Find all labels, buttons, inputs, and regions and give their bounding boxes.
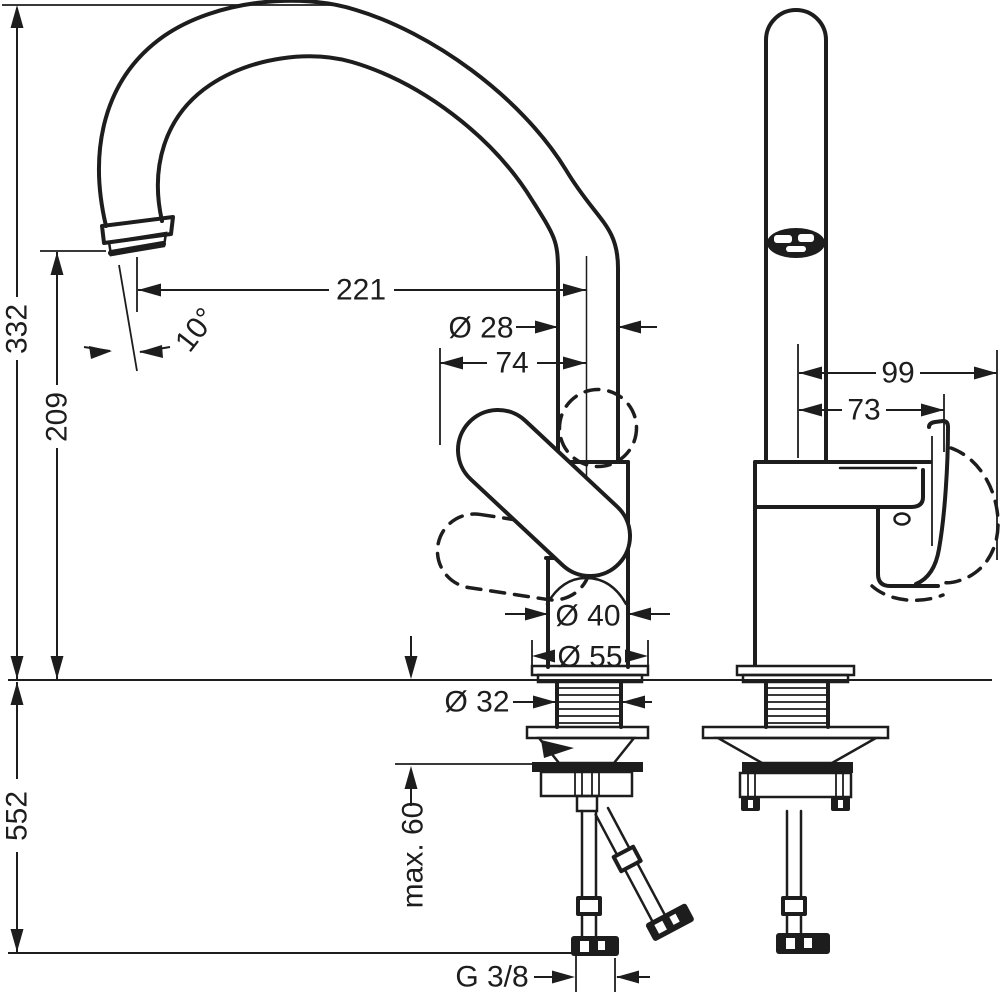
dimension-side-reach: 99 <box>797 344 998 560</box>
dimension-shank-diameter: Ø 32 <box>444 686 652 719</box>
front-view <box>97 0 694 956</box>
side-handle-swing-dashed-bottom <box>870 584 945 602</box>
dimension-pipe-diameter: Ø 28 <box>448 312 657 345</box>
mounting-flange <box>525 725 650 740</box>
wedge-arrow <box>541 740 574 758</box>
dim-label-332: 332 <box>1 304 34 354</box>
side-mounting-nut <box>738 771 853 811</box>
dimension-max-counter: max. 60 <box>395 636 537 908</box>
spout-inner-edge <box>155 54 560 464</box>
side-supply-hose <box>776 809 830 954</box>
dimension-thread: G 3/8 <box>455 956 650 994</box>
handle-swing-dashed-circle <box>557 387 639 469</box>
dim-label-max60: max. 60 <box>397 802 430 909</box>
spout-tip-cap <box>100 215 175 245</box>
mounting-nut <box>539 770 634 798</box>
hose-stub <box>575 794 599 813</box>
supply-hose-straight <box>571 809 619 956</box>
dim-label-74: 74 <box>495 347 528 380</box>
spout-outer-edge <box>97 0 620 464</box>
base-plate-lower <box>536 673 644 684</box>
spout-column <box>764 8 828 464</box>
side-threaded-shank <box>764 680 830 729</box>
threaded-shank <box>555 680 623 729</box>
dim-label-221: 221 <box>336 274 386 307</box>
spout-aerator-face <box>108 241 166 256</box>
side-mounting-wedge <box>713 736 881 765</box>
dimension-overall-height: 332 <box>1 5 34 679</box>
side-gasket <box>742 762 853 773</box>
dim-label-o32: Ø 32 <box>444 686 509 719</box>
handle-lever <box>455 407 633 579</box>
dimension-outlet-height: 209 <box>41 252 74 679</box>
dimension-below-counter: 552 <box>1 682 34 952</box>
dimension-handle-offset: 74 <box>439 347 586 445</box>
dim-label-73: 73 <box>847 394 880 427</box>
dimension-side-handle: 73 <box>799 394 945 452</box>
dim-label-10deg: 10° <box>169 302 223 358</box>
dimension-outlet-angle: 10° <box>83 264 223 372</box>
side-mounting-flange <box>701 725 890 740</box>
dimension-body-diameter: Ø 40 <box>505 600 670 633</box>
dim-label-o28: Ø 28 <box>448 312 513 345</box>
side-handle <box>876 419 950 588</box>
dim-label-209: 209 <box>41 392 74 442</box>
dimension-base-diameter: Ø 55 <box>531 640 649 674</box>
dimension-reach: 221 <box>136 256 588 480</box>
dim-label-o40: Ø 40 <box>555 600 620 633</box>
side-deck-plate-upper <box>735 664 856 677</box>
supply-hose-angled <box>594 806 694 941</box>
side-handle-swing-dashed <box>936 446 1000 585</box>
dim-label-99: 99 <box>881 357 914 390</box>
dim-label-552: 552 <box>1 791 34 841</box>
side-body-right <box>753 468 925 509</box>
aerator-side <box>767 228 825 258</box>
gasket <box>532 762 643 772</box>
side-deck-plate-lower <box>741 673 850 684</box>
dim-label-g38: G 3/8 <box>455 961 528 994</box>
dim-label-o55: Ø 55 <box>557 641 622 674</box>
side-view <box>701 8 1000 954</box>
